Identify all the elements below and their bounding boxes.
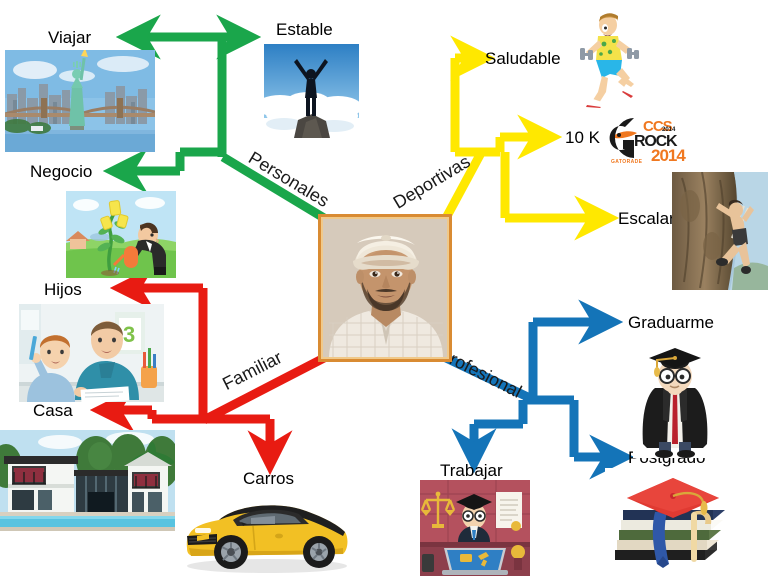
rock-climber-photo: [672, 172, 768, 290]
node-label-graduarme: Graduarme: [628, 313, 714, 332]
node-label-viajar: Viajar: [48, 28, 92, 47]
books-and-graduation-cap-photo: [605, 468, 731, 576]
gatorade-ccs-rock-2014-logo: CCS 2014 ROCK 2014 GATORADE: [607, 113, 687, 167]
businessman-money-plant-illustration: [66, 191, 176, 278]
graduate-character-illustration: [633, 336, 717, 458]
svg-text:2014: 2014: [651, 146, 686, 165]
modern-house-photo: [0, 430, 175, 531]
node-label-negocio: Negocio: [30, 162, 93, 181]
branch-personales-arrows: [102, 14, 327, 222]
node-label-10k: 10 K: [565, 128, 600, 147]
node-label-estable: Estable: [276, 20, 333, 39]
svg-text:ROCK: ROCK: [634, 133, 678, 150]
node-label-trabajar: Trabajar: [440, 461, 503, 480]
node-label-escalar: Escalar: [618, 209, 675, 228]
svg-text:3: 3: [123, 322, 135, 347]
father-and-son-photo: 3: [19, 304, 164, 402]
branch-profesional-arrows: [444, 299, 635, 480]
node-label-saludable: Saludable: [485, 49, 561, 68]
svg-text:CCS: CCS: [643, 118, 673, 135]
mountain-summit-photo: [264, 44, 359, 138]
yellow-sports-car-photo: [175, 492, 355, 576]
branch-familiar-arrows: [89, 265, 327, 476]
node-label-carros: Carros: [243, 469, 295, 488]
lawyer-workspace-illustration: [420, 480, 530, 576]
portrait-photo: [323, 219, 447, 357]
branch-deportivas-arrows: [442, 35, 620, 241]
runner-illustration: [572, 8, 644, 110]
svg-text:2014: 2014: [662, 127, 676, 133]
node-label-casa: Casa: [33, 401, 73, 420]
svg-text:GATORADE: GATORADE: [611, 159, 643, 165]
statue-of-liberty-photo: [5, 50, 155, 152]
center-portrait: [318, 214, 452, 362]
node-label-hijos: Hijos: [44, 280, 82, 299]
